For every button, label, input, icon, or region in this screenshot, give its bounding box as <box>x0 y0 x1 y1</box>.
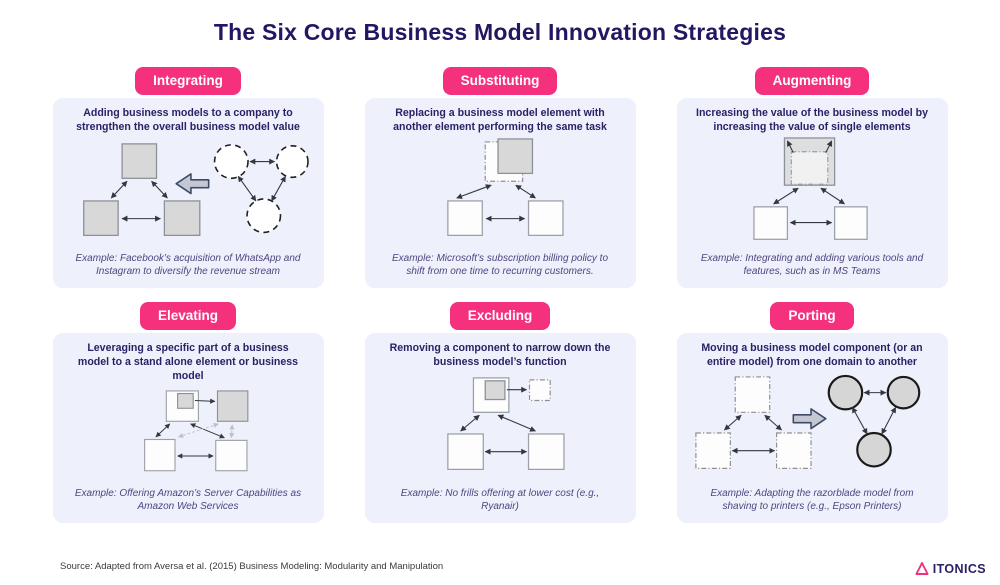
dashed-link <box>229 424 235 439</box>
gray-circles-triangle <box>827 374 921 468</box>
porting-diagram <box>695 374 921 469</box>
page-title: The Six Core Business Model Innovation S… <box>213 19 787 45</box>
panel-elevating: Elevating Leveraging a specific part of … <box>52 302 324 523</box>
gray-square <box>163 199 201 236</box>
itonics-logo-text: ITONICS <box>932 561 986 576</box>
white-square <box>753 205 789 240</box>
badge-elevating: Elevating <box>139 302 237 331</box>
component-gray-square <box>177 393 194 410</box>
strategy-grid: Integrating Adding business models to a … <box>0 67 1000 523</box>
badge-augmenting: Augmenting <box>754 67 870 96</box>
elevated-gray-square <box>216 390 249 423</box>
elevating-diagram <box>144 390 249 472</box>
panel-porting: Porting Moving a business model componen… <box>676 302 948 523</box>
dashed-circle <box>246 197 282 233</box>
expand-arrow <box>825 139 833 153</box>
badge-row: Substituting <box>365 67 636 96</box>
excluding-diagram <box>447 376 565 470</box>
original-dashed-square <box>790 150 829 185</box>
augmenting-diagram <box>753 136 868 240</box>
component-gray-square <box>484 379 506 400</box>
white-square <box>447 199 483 236</box>
panel-body-porting: Moving a business model component (or an… <box>676 333 948 523</box>
badge-row: Porting <box>677 302 948 331</box>
badge-excluding: Excluding <box>449 302 551 331</box>
description-excluding: Removing a component to narrow down the … <box>389 342 611 368</box>
gray-square <box>121 142 158 179</box>
panel-substituting: Substituting Replacing a business model … <box>364 67 636 288</box>
badge-integrating: Integrating <box>135 67 241 96</box>
itonics-triangle-icon <box>915 562 929 575</box>
dashed-circles-triangle <box>213 143 309 233</box>
gray-circle <box>886 375 921 409</box>
substituting-diagram <box>447 137 564 236</box>
gray-square <box>83 199 119 236</box>
white-square <box>527 432 565 470</box>
example-augmenting: Example: Integrating and adding various … <box>700 252 924 277</box>
white-square <box>527 199 564 236</box>
dashed-square <box>695 431 731 469</box>
description-porting: Moving a business model component (or an… <box>701 342 923 368</box>
panel-integrating: Integrating Adding business models to a … <box>52 67 324 288</box>
gray-circle <box>856 431 892 468</box>
dashed-square <box>775 431 812 469</box>
dashed-squares-triangle <box>695 375 812 469</box>
badge-row: Augmenting <box>677 67 948 96</box>
removed-dashed-square <box>528 378 551 401</box>
description-augmenting: Increasing the value of the business mod… <box>696 107 928 133</box>
elevate-arrow <box>194 398 216 405</box>
badge-substituting: Substituting <box>442 67 558 96</box>
description-elevating: Leveraging a specific part of a business… <box>77 342 299 382</box>
panel-body-augmenting: Increasing the value of the business mod… <box>676 98 948 288</box>
big-left-arrow-icon <box>175 172 210 194</box>
panel-augmenting: Augmenting Increasing the value of the b… <box>676 67 948 288</box>
itonics-logo: ITONICS <box>915 561 986 576</box>
badge-row: Excluding <box>365 302 636 331</box>
example-integrating: Example: Facebook’s acquisition of Whats… <box>75 252 301 277</box>
badge-porting: Porting <box>770 302 854 331</box>
panel-body-excluding: Removing a component to narrow down the … <box>364 333 636 523</box>
expand-arrow <box>786 139 794 153</box>
panel-body-substituting: Replacing a business model element with … <box>364 98 636 288</box>
integrating-diagram <box>83 142 309 236</box>
description-integrating: Adding business models to a company to s… <box>76 107 300 133</box>
example-excluding: Example: No frills offering at lower cos… <box>400 487 600 512</box>
white-square <box>833 205 868 240</box>
dashed-circle <box>275 144 309 178</box>
white-square <box>144 439 176 472</box>
example-porting: Example: Adapting the razorblade model f… <box>710 487 914 512</box>
description-substituting: Replacing a business model element with … <box>393 107 607 133</box>
badge-row: Elevating <box>53 302 324 331</box>
panel-body-elevating: Leveraging a specific part of a business… <box>52 333 324 523</box>
white-square <box>447 432 484 470</box>
dashed-link <box>177 423 219 439</box>
panel-excluding: Excluding Removing a component to narrow… <box>364 302 636 523</box>
dashed-square <box>734 375 771 413</box>
badge-row: Integrating <box>53 67 324 96</box>
big-right-arrow-icon <box>792 407 827 429</box>
gray-circle <box>827 374 864 410</box>
dashed-circle <box>213 143 249 179</box>
example-substituting: Example: Microsoft’s subscription billin… <box>391 252 608 277</box>
panel-body-integrating: Adding business models to a company to s… <box>52 98 324 288</box>
white-square <box>215 440 248 472</box>
source-citation: Source: Adapted from Aversa et al. (2015… <box>60 561 444 572</box>
solid-squares-triangle <box>83 142 201 236</box>
example-elevating: Example: Offering Amazon’s Server Capabi… <box>74 487 302 512</box>
gray-square-replacing <box>497 137 534 174</box>
